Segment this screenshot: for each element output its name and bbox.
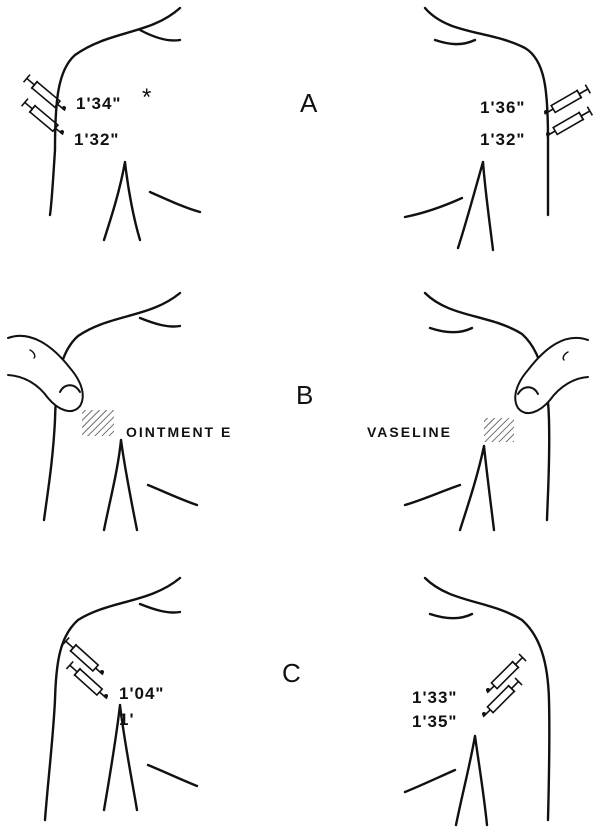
section-label-b: B [296,380,313,411]
asterisk-marker: * [142,84,151,112]
section-label-a: A [300,88,317,119]
sternum-line [456,736,487,825]
time-label: 1'32" [74,130,119,150]
clavicle-line [140,30,180,41]
section-label-c: C [282,658,301,689]
pectoral-line [148,485,197,505]
time-label: 1'04" [119,684,164,704]
finger-icon [8,336,83,411]
syringe-icon [542,85,590,119]
sternum-line [460,446,494,530]
time-label: 1' [119,710,135,730]
clavicle-line [435,40,475,44]
syringe-icon [544,107,592,141]
hatched-application-area [484,418,514,442]
pectoral-line [148,765,197,786]
time-label: 1'34" [76,94,121,114]
clavicle-line [430,614,472,618]
pectoral-line [150,192,200,212]
time-label: 1'33" [412,688,457,708]
time-label: 1'36" [480,98,525,118]
finger-icon [515,338,588,413]
syringe-icon [22,99,67,139]
clavicle-line [140,604,180,613]
sternum-line [458,162,493,250]
panel-a-right [405,8,548,250]
sternum-line [104,440,137,530]
time-label: 1'35" [412,712,457,732]
treatment-label-right: VASELINE [367,424,452,440]
sternum-line [104,162,140,240]
pectoral-line [405,485,460,505]
hatched-application-area [82,410,114,436]
time-label: 1'32" [480,130,525,150]
pectoral-line [405,198,462,217]
clavicle-line [140,318,180,327]
treatment-label-left: OINTMENT E [126,424,232,440]
panel-a-left [50,8,200,240]
clavicle-line [430,328,472,332]
pectoral-line [405,770,455,792]
